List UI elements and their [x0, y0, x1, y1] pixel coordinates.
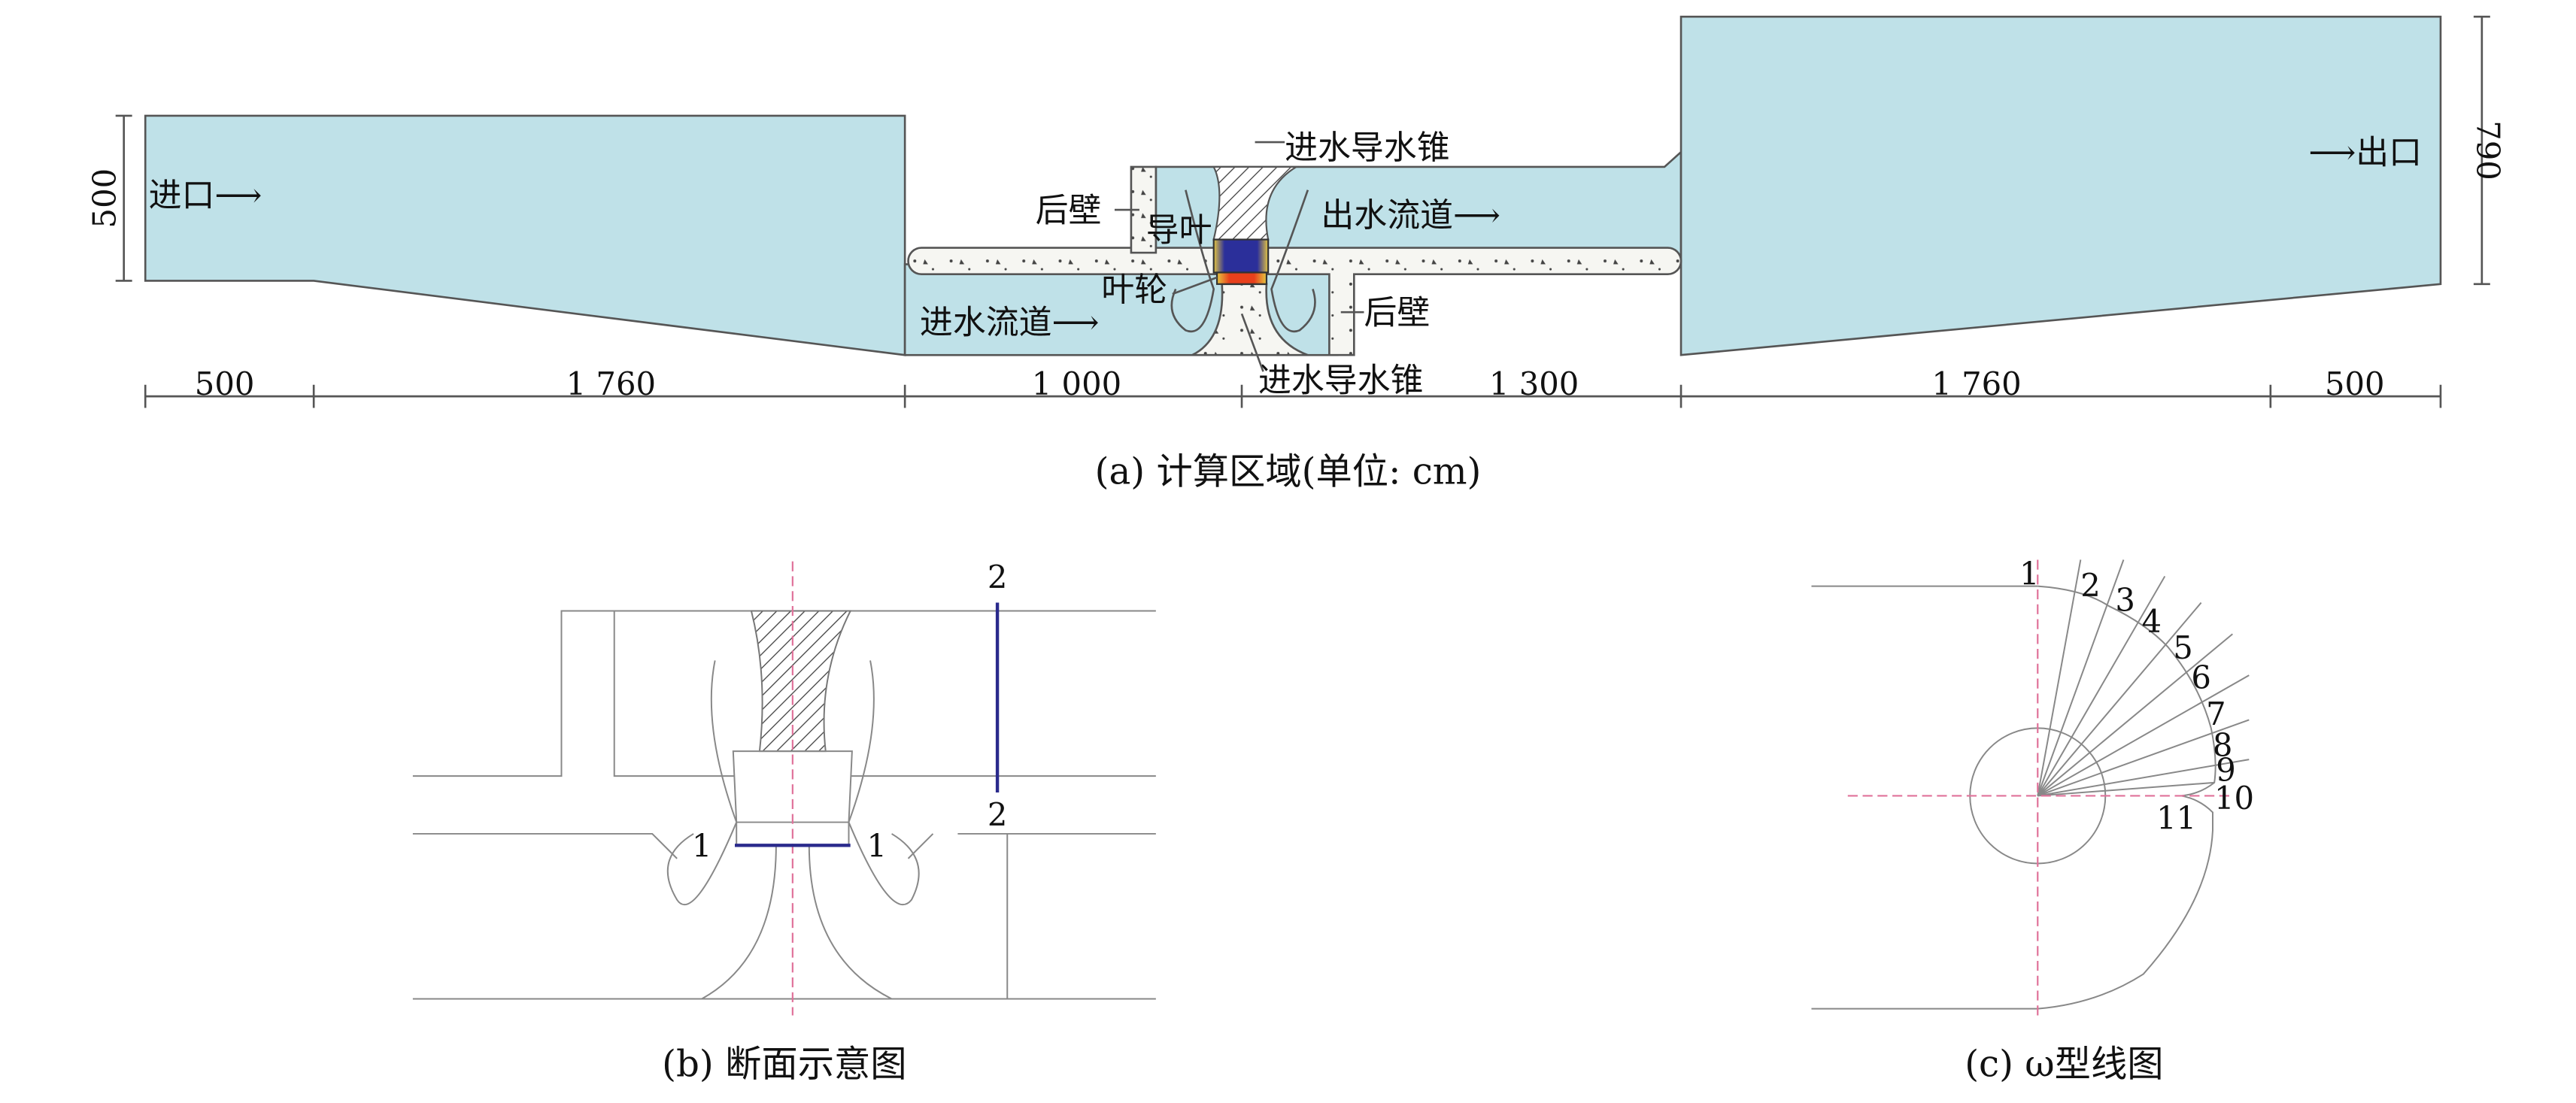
section-1-right-label: 1	[867, 828, 887, 865]
horizontal-dimension-line	[144, 384, 2442, 408]
section-number: 1	[2019, 555, 2040, 592]
panel-c-omega-profile: 1 2 3 4 5 6 7 8 9 10 11 (c) ω型线图	[1811, 555, 2254, 1086]
bell-mouth-right	[1270, 189, 1316, 333]
dimension-label: 1 300	[1489, 365, 1579, 402]
radial-lines	[2037, 559, 2250, 797]
section-number: 9	[2216, 752, 2236, 789]
section-number: 11	[2156, 799, 2196, 836]
impeller-leader	[1172, 276, 1218, 295]
section-2-bottom-label: 2	[988, 796, 1008, 833]
section-number: 4	[2141, 603, 2162, 640]
caption-c: (c) ω型线图	[1965, 1044, 2163, 1086]
section-1-left-label: 1	[692, 828, 712, 865]
section-number: 6	[2191, 659, 2211, 696]
section-number: 7	[2206, 695, 2226, 732]
dimension-label: 500	[2325, 365, 2385, 402]
section-number: 8	[2213, 727, 2233, 764]
left-height-dimension	[115, 114, 132, 282]
back-wall-top-label: 后壁	[1036, 191, 1102, 229]
outlines	[412, 610, 1156, 1000]
inlet-channel	[144, 114, 906, 356]
dimension-label: 500	[195, 365, 255, 402]
concrete-floor-slab	[907, 247, 1682, 356]
cone-bottom-label: 进水导水锥	[1258, 362, 1424, 400]
section-2-top-label: 2	[988, 559, 1008, 595]
guide-vane-label: 导叶	[1146, 211, 1212, 250]
guide-vane	[1212, 238, 1270, 274]
caption-a: (a) 计算区域(单位: cm)	[1095, 450, 1482, 492]
outlet-label: ⟶出口	[2308, 134, 2422, 172]
inflow-label: 进水流道⟶	[920, 304, 1100, 342]
caption-b: (b) 断面示意图	[662, 1044, 906, 1086]
panel-a-computational-domain: 进口⟶ ⟶出口 进水导水锥 后壁 导叶 出水流道⟶ 叶轮 进水流道⟶ 后壁 进水…	[86, 15, 2506, 492]
bell-mouth-left	[1170, 189, 1215, 333]
outlet-channel	[1679, 15, 2442, 356]
section-number: 10	[2214, 780, 2254, 817]
outflow-label: 出水流道⟶	[1321, 196, 1500, 235]
bell-mouth-curves	[666, 660, 920, 1000]
cone-bottom-leader	[1240, 313, 1264, 372]
section-number: 3	[2115, 582, 2135, 619]
back-wall-upper	[1130, 165, 1158, 254]
panel-b-section-schematic: 1 1 2 2 (b) 断面示意图	[412, 559, 1156, 1086]
dimension-label: 1 760	[566, 365, 656, 402]
left-height-label: 500	[86, 168, 123, 229]
back-wall-bottom-label: 后壁	[1364, 294, 1430, 332]
inlet-label: 进口⟶	[149, 177, 262, 215]
dimension-label: 1 760	[1931, 365, 2021, 402]
section-number: 5	[2173, 629, 2193, 666]
section-number: 2	[2080, 567, 2101, 604]
hatched-cone	[750, 610, 852, 753]
right-height-label: 790	[2469, 120, 2506, 180]
inflow-cone-bottom	[1191, 283, 1309, 356]
impeller-label: 叶轮	[1101, 271, 1167, 309]
cone-top-label: 进水导水锥	[1285, 129, 1450, 167]
right-height-dimension	[2473, 15, 2490, 286]
dimension-label: 1 000	[1032, 365, 1121, 402]
impeller	[1215, 271, 1268, 285]
